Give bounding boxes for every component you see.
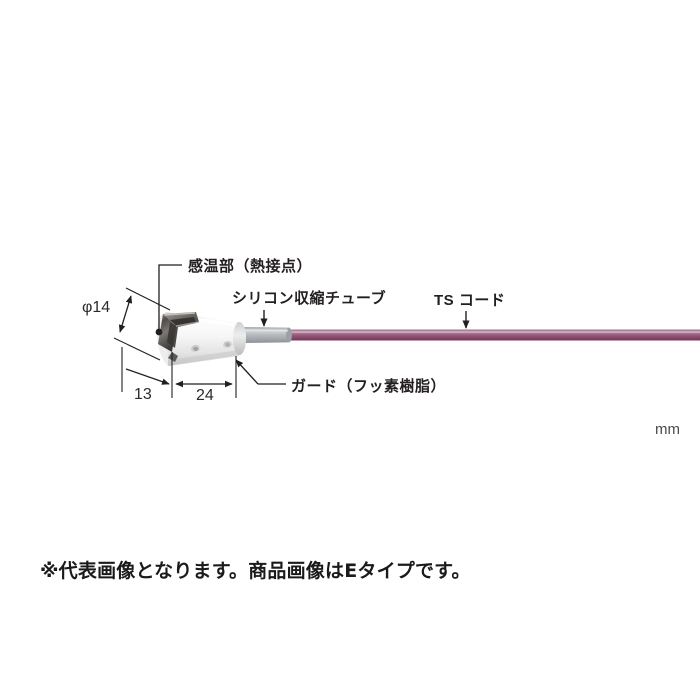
sensing-element-tip bbox=[158, 312, 200, 362]
diameter-dimension bbox=[113, 287, 171, 361]
silicone-shrink-tube bbox=[240, 327, 292, 343]
callout-label-guard: ガード（フッ素樹脂） bbox=[291, 377, 447, 395]
body-length-dimension bbox=[175, 356, 237, 398]
dimension-label-body-length: 24 bbox=[196, 387, 214, 404]
ts-cord-cable bbox=[286, 329, 700, 341]
callout-label-silicone-tube: シリコン収縮チューブ bbox=[232, 289, 387, 307]
representative-image-notice: ※代表画像となります。商品画像はEタイプです。 bbox=[40, 560, 471, 582]
dimension-label-diameter: φ14 bbox=[82, 299, 111, 316]
callout-label-ts-cord: TS コード bbox=[434, 292, 506, 309]
tip-length-dimension bbox=[121, 347, 173, 398]
sensing-element-point bbox=[155, 328, 163, 336]
guard-leader bbox=[235, 359, 286, 385]
dimension-label-tip-length: 13 bbox=[134, 386, 152, 403]
sensing-element-leader bbox=[155, 264, 182, 336]
callout-label-sensing-element: 感温部（熱接点） bbox=[188, 257, 313, 275]
dimension-unit-label: mm bbox=[655, 421, 680, 438]
